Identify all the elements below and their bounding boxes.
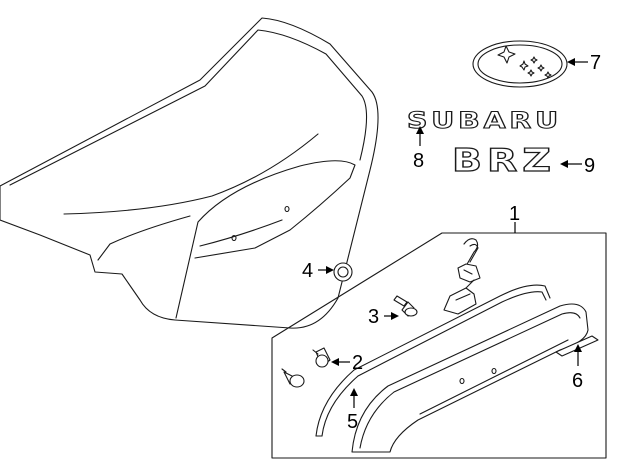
leader-lines	[318, 58, 588, 408]
lamp-hole-left	[459, 377, 465, 385]
arrow-4-head	[326, 266, 334, 274]
arrow-8-head	[416, 126, 424, 134]
arrow-6-head	[574, 344, 582, 352]
lid-hole-upper	[284, 205, 290, 213]
callout-3: 3	[368, 306, 379, 328]
arrow-3-head	[391, 312, 399, 320]
arrow-2-head	[331, 358, 339, 366]
assembly-frame	[271, 232, 607, 459]
garnish-lamp-part	[351, 303, 589, 453]
push-clip-part	[393, 295, 418, 317]
callout-7: 7	[590, 52, 601, 74]
callout-6: 6	[572, 370, 583, 392]
callout-5: 5	[347, 411, 358, 433]
arrow-5-head	[350, 388, 358, 396]
push-clip-part-lower	[281, 368, 305, 388]
wiring-harness	[443, 238, 481, 315]
arrow-9-head	[560, 160, 568, 168]
callout-1: 1	[509, 203, 520, 225]
trunk-lid	[0, 17, 379, 329]
emblem-badge	[472, 40, 568, 88]
grommet-part	[333, 262, 353, 282]
callout-9: 9	[584, 155, 595, 177]
arrow-7-head	[567, 58, 575, 66]
lamp-hole-right	[491, 367, 497, 375]
lid-hole-lower	[231, 234, 237, 242]
brand-nameplate: SUBARU	[407, 109, 562, 134]
seal-strip-part	[315, 284, 551, 437]
push-clip-part-upper	[312, 347, 331, 368]
model-nameplate: BRZ	[452, 143, 556, 179]
callout-2: 2	[352, 352, 363, 374]
callout-4: 4	[302, 260, 313, 282]
callout-8: 8	[413, 150, 424, 172]
